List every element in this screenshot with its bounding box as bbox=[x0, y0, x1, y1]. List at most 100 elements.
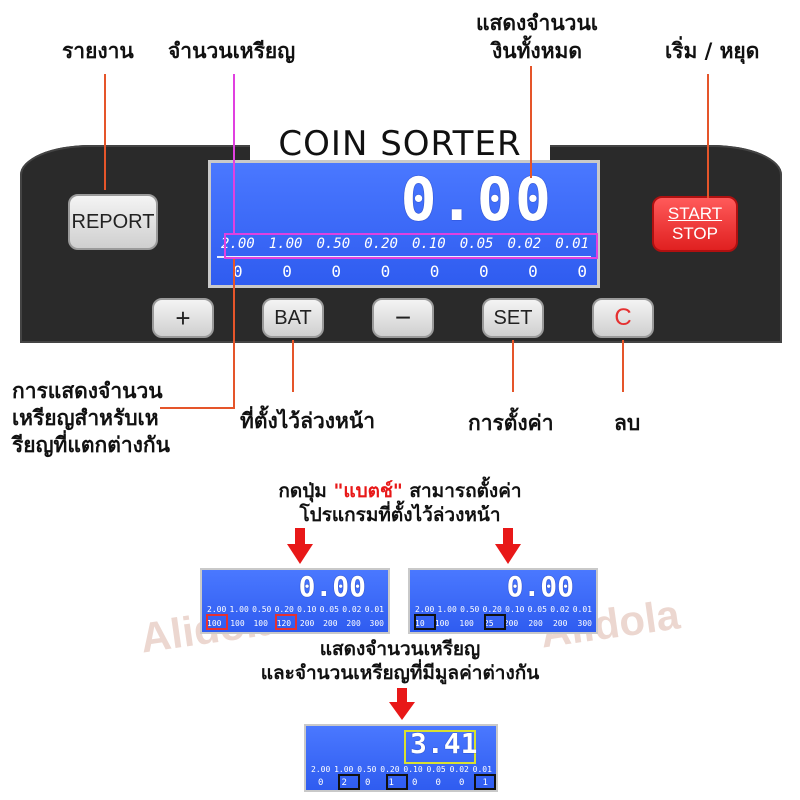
denomination: 1.00 bbox=[229, 605, 249, 614]
total-amount: 0.00 bbox=[298, 570, 366, 603]
instruction-text: สามารถตั้งค่า bbox=[402, 480, 522, 502]
denomination: 0.10 bbox=[297, 605, 317, 614]
denomination: 0.50 bbox=[316, 236, 351, 252]
coin-count: 100 bbox=[434, 619, 450, 628]
highlight-box bbox=[484, 614, 506, 630]
panel-title: COIN SORTER bbox=[250, 124, 550, 164]
bat-button[interactable]: BAT bbox=[262, 298, 324, 338]
callout-total-line1: แสดงจำนวนเ bbox=[475, 11, 599, 35]
arrow-down-icon bbox=[495, 528, 521, 566]
denomination: 0.05 bbox=[426, 765, 446, 774]
denomination: 0.10 bbox=[505, 605, 525, 614]
lcd-example-bottom: 3.41 2.00 1.00 0.50 0.20 0.10 0.05 0.02 … bbox=[304, 724, 498, 792]
coin-count: 300 bbox=[577, 619, 592, 628]
denomination-row: 2.00 1.00 0.50 0.20 0.10 0.05 0.02 0.01 bbox=[221, 236, 589, 252]
denomination: 0.02 bbox=[507, 236, 542, 252]
callout-coin-count: จำนวนเหรียญ bbox=[168, 39, 296, 63]
coin-count: 0 bbox=[459, 778, 465, 788]
total-amount: 0.00 bbox=[506, 570, 574, 603]
callout-multi-line1: การแสดงจำนวน bbox=[12, 379, 163, 403]
coin-count: 0 bbox=[282, 262, 292, 281]
start-label: START bbox=[667, 204, 723, 223]
callout-start-stop: เริ่ม / หยุด bbox=[665, 39, 760, 63]
instruction-line2: โปรแกรมที่ตั้งไว้ล่วงหน้า bbox=[299, 504, 501, 526]
clear-button[interactable]: C bbox=[592, 298, 654, 338]
callout-line-multi-v bbox=[233, 259, 235, 409]
lcd-example-right: 0.00 2.00 1.00 0.50 0.20 0.10 0.05 0.02 … bbox=[408, 568, 598, 634]
stop-label: STOP bbox=[672, 224, 718, 243]
main-lcd-display: 0.00 2.00 1.00 0.50 0.20 0.10 0.05 0.02 … bbox=[208, 160, 600, 288]
arrow-down-icon bbox=[287, 528, 313, 566]
highlight-box bbox=[275, 614, 297, 630]
highlight-box bbox=[338, 774, 360, 790]
count-row: 100 100 100 120 200 200 200 300 bbox=[207, 619, 384, 628]
callout-line-bat bbox=[292, 340, 294, 392]
coin-count: 100 bbox=[459, 619, 474, 628]
minus-button[interactable]: − bbox=[372, 298, 434, 338]
coin-count: 0 bbox=[478, 262, 489, 281]
coin-count: 0 bbox=[412, 778, 418, 788]
denomination: 1.00 bbox=[334, 765, 354, 774]
denomination: 0.02 bbox=[449, 765, 469, 774]
denomination: 0.05 bbox=[527, 605, 547, 614]
denomination: 0.05 bbox=[319, 605, 339, 614]
denomination: 2.00 bbox=[311, 765, 331, 774]
denomination: 0.01 bbox=[472, 765, 492, 774]
instruction-highlight: "แบตช์" bbox=[333, 480, 403, 502]
callout-clear: ลบ bbox=[614, 411, 641, 435]
coin-count: 0 bbox=[365, 778, 371, 788]
instruction-text: กดปุ่ม bbox=[278, 480, 334, 502]
start-stop-button[interactable]: START STOP bbox=[652, 196, 738, 252]
denomination-row: 2.00 1.00 0.50 0.20 0.10 0.05 0.02 0.01 bbox=[415, 605, 592, 614]
coin-count: 200 bbox=[299, 619, 315, 628]
coin-count: 0 bbox=[380, 262, 391, 281]
coin-count: 2 bbox=[341, 778, 347, 788]
callout-line-start bbox=[707, 74, 709, 198]
total-highlight-box bbox=[404, 730, 476, 764]
coin-count: 25 bbox=[483, 619, 494, 628]
total-amount: 3.41 bbox=[410, 727, 478, 760]
callout-line-set bbox=[512, 340, 514, 392]
denomination: 0.20 bbox=[364, 236, 398, 252]
denomination: 0.10 bbox=[412, 236, 446, 252]
coin-count: 10 bbox=[415, 619, 425, 628]
coin-count: 0 bbox=[528, 262, 538, 281]
coin-count: 0 bbox=[577, 262, 587, 281]
highlight-box bbox=[386, 774, 408, 790]
callout-total-line2: งินทั้งหมด bbox=[491, 39, 583, 63]
denomination: 0.20 bbox=[380, 765, 400, 774]
callout-line-clear bbox=[622, 340, 624, 392]
coin-count: 0 bbox=[233, 262, 243, 281]
coin-count: 1 bbox=[482, 778, 488, 788]
denomination: 2.00 bbox=[221, 236, 255, 252]
count-row: 0 0 0 0 0 0 0 0 bbox=[233, 262, 587, 281]
denomination: 1.00 bbox=[437, 605, 457, 614]
set-button[interactable]: SET bbox=[482, 298, 544, 338]
denomination: 0.10 bbox=[403, 765, 423, 774]
denomination: 0.20 bbox=[274, 605, 294, 614]
report-button[interactable]: REPORT bbox=[68, 194, 158, 250]
callout-line-report bbox=[104, 74, 106, 190]
denomination-row: 2.00 1.00 0.50 0.20 0.10 0.05 0.02 0.01 bbox=[207, 605, 384, 614]
denomination: 0.01 bbox=[572, 605, 592, 614]
denomination: 0.50 bbox=[357, 765, 377, 774]
coin-count: 0 bbox=[331, 262, 342, 281]
denomination: 2.00 bbox=[415, 605, 435, 614]
denomination-row: 2.00 1.00 0.50 0.20 0.10 0.05 0.02 0.01 bbox=[311, 765, 492, 774]
instruction-line3: แสดงจำนวนเหรียญ bbox=[319, 638, 481, 660]
callout-multi-line3: รียญที่แตกต่างกัน bbox=[12, 433, 170, 457]
coin-count: 120 bbox=[276, 619, 292, 628]
arrow-down-icon bbox=[389, 688, 415, 726]
coin-count: 1 bbox=[388, 778, 394, 788]
callout-settings: การตั้งค่า bbox=[468, 411, 554, 435]
coin-count: 100 bbox=[253, 619, 268, 628]
coin-count: 300 bbox=[369, 619, 384, 628]
plus-button[interactable]: + bbox=[152, 298, 214, 338]
coin-count: 200 bbox=[323, 619, 338, 628]
callout-line-multi-h bbox=[160, 407, 235, 409]
instruction-line4: และจำนวนเหรียญที่มีมูลค่าต่างกัน bbox=[260, 662, 540, 684]
highlight-box bbox=[414, 614, 436, 630]
denomination: 0.20 bbox=[482, 605, 502, 614]
denomination: 0.05 bbox=[459, 236, 494, 252]
highlight-box bbox=[474, 774, 496, 790]
